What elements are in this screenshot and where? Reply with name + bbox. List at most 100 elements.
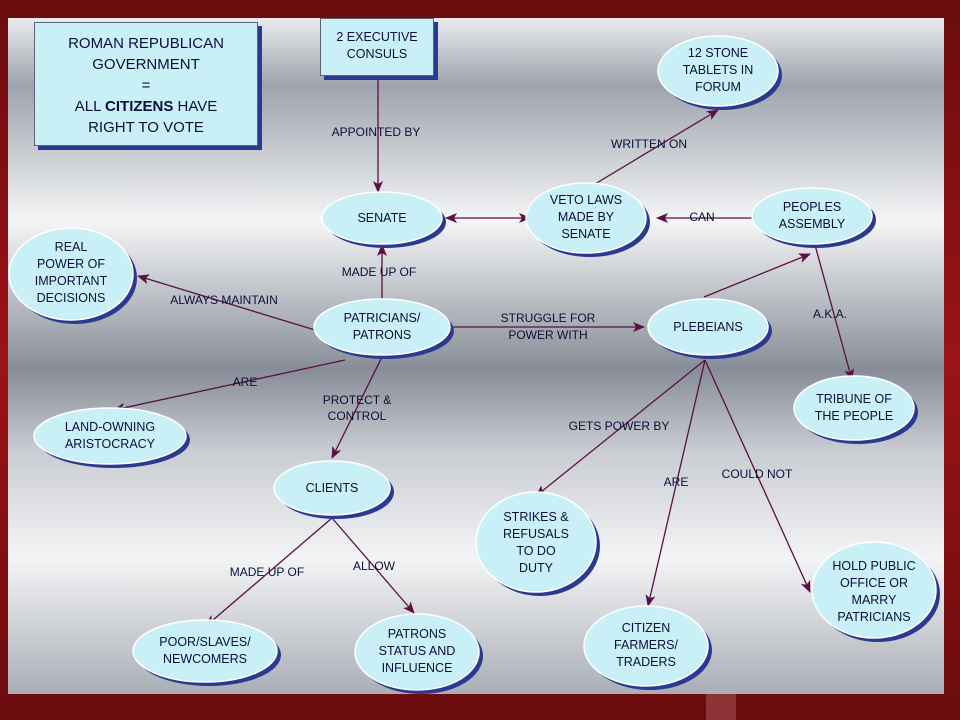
edge-patricians-landowning bbox=[113, 359, 346, 413]
node-peoples-assembly-fill bbox=[751, 187, 873, 245]
label-allow: ALLOW bbox=[353, 559, 396, 573]
node-veto-laws-fill bbox=[525, 182, 647, 254]
title-line-4-bold: CITIZENS bbox=[105, 98, 174, 115]
node-clients-fill bbox=[273, 460, 391, 516]
label-struggle-1: STRUGGLE FOR bbox=[501, 311, 596, 325]
node-real-power-fill bbox=[8, 227, 134, 321]
node-real-power: REAL POWER OF IMPORTANT DECISIONS bbox=[8, 227, 137, 324]
exec-line-1: 2 EXECUTIVE bbox=[336, 30, 418, 44]
node-stone-tablets: 12 STONE TABLETS IN FORUM bbox=[657, 35, 782, 110]
node-senate-l1: SENATE bbox=[357, 211, 406, 225]
node-real-power-l4: DECISIONS bbox=[37, 291, 106, 305]
label-made-up-of-2: MADE UP OF bbox=[230, 565, 304, 579]
title-line-4-pre: ALL bbox=[74, 98, 106, 115]
edge-plebeians-strikes bbox=[535, 359, 706, 497]
node-peoples-assembly-l1: PEOPLES bbox=[783, 200, 841, 214]
label-made-up-of-1: MADE UP OF bbox=[342, 265, 416, 279]
node-plebeians: PLEBEIANS bbox=[647, 298, 772, 359]
node-senate: SENATE bbox=[321, 191, 446, 248]
node-citizen-l2: FARMERS/ bbox=[614, 638, 678, 652]
node-patricians-l1: PATRICIANS/ bbox=[344, 311, 421, 325]
node-clients: CLIENTS bbox=[273, 460, 394, 519]
label-could-not: COULD NOT bbox=[722, 467, 793, 481]
node-tribune-l2: THE PEOPLE bbox=[815, 409, 894, 423]
node-clients-l1: CLIENTS bbox=[306, 481, 359, 495]
edge-plebeians-assembly bbox=[703, 253, 811, 298]
edge-clients-poor bbox=[205, 517, 333, 627]
label-always-maintain: ALWAYS MAINTAIN bbox=[170, 293, 278, 307]
label-struggle-2: POWER WITH bbox=[508, 328, 587, 342]
node-peoples-assembly: PEOPLES ASSEMBLY bbox=[751, 187, 876, 248]
title-line-4: ALL CITIZENS HAVE bbox=[35, 96, 257, 117]
node-hold-office-l2: OFFICE OR bbox=[840, 576, 908, 590]
node-hold-office-fill bbox=[811, 541, 937, 639]
node-stone-tablets-l2: TABLETS IN bbox=[683, 63, 754, 77]
node-strikes-l4: DUTY bbox=[519, 561, 554, 575]
label-protect-1: PROTECT & bbox=[323, 393, 391, 407]
node-hold-office: HOLD PUBLIC OFFICE OR MARRY PATRICIANS bbox=[811, 541, 940, 642]
label-gets-power-by: GETS POWER BY bbox=[569, 419, 670, 433]
node-stone-tablets-l3: FORUM bbox=[695, 80, 741, 94]
node-strikes-l1: STRIKES & bbox=[503, 510, 569, 524]
nodes: 12 STONE TABLETS IN FORUM SENATE VETO LA… bbox=[8, 35, 940, 694]
node-veto-laws-l1: VETO LAWS bbox=[550, 193, 622, 207]
node-hold-office-l3: MARRY bbox=[852, 593, 898, 607]
node-patricians-l2: PATRONS bbox=[353, 328, 412, 342]
title-line-5: RIGHT TO VOTE bbox=[88, 119, 204, 136]
node-land-owning-l2: ARISTOCRACY bbox=[65, 437, 156, 451]
node-peoples-assembly-l2: ASSEMBLY bbox=[779, 217, 846, 231]
node-stone-tablets-l1: 12 STONE bbox=[688, 46, 748, 60]
node-plebeians-fill bbox=[647, 298, 769, 356]
exec-line-2: CONSULS bbox=[346, 47, 408, 61]
node-real-power-l1: REAL bbox=[55, 240, 88, 254]
label-appointed-by: APPOINTED BY bbox=[332, 125, 421, 139]
node-veto-laws-l2: MADE BY bbox=[558, 210, 615, 224]
node-poor-l2: NEWCOMERS bbox=[163, 652, 247, 666]
executive-consuls-box: 2 EXECUTIVE CONSULS bbox=[320, 18, 434, 76]
node-land-owning-fill bbox=[33, 407, 187, 465]
node-veto-laws-l3: SENATE bbox=[561, 227, 610, 241]
node-patrons-status-l3: INFLUENCE bbox=[382, 661, 453, 675]
link-labels: APPOINTED BY WRITTEN ON CAN MADE UP OF A… bbox=[170, 125, 847, 579]
node-patrons-status-l1: PATRONS bbox=[388, 627, 447, 641]
node-patrons-status-l2: STATUS AND bbox=[379, 644, 456, 658]
frame-accent bbox=[706, 694, 736, 720]
node-senate-fill bbox=[321, 191, 443, 245]
edge-assembly-tribune bbox=[814, 244, 854, 381]
node-patrons-status: PATRONS STATUS AND INFLUENCE bbox=[354, 613, 483, 694]
node-strikes: STRIKES & REFUSALS TO DO DUTY bbox=[475, 491, 600, 596]
node-patricians: PATRICIANS/ PATRONS bbox=[313, 298, 454, 359]
node-hold-office-l4: PATRICIANS bbox=[837, 610, 910, 624]
title-box: ROMAN REPUBLICAN GOVERNMENT = ALL CITIZE… bbox=[34, 22, 258, 146]
node-tribune-l1: TRIBUNE OF bbox=[816, 392, 892, 406]
label-written-on: WRITTEN ON bbox=[611, 137, 687, 151]
node-citizen-fill bbox=[583, 605, 709, 687]
title-line-2: GOVERNMENT bbox=[92, 56, 200, 73]
node-poor-l1: POOR/SLAVES/ bbox=[159, 635, 251, 649]
node-veto-laws: VETO LAWS MADE BY SENATE bbox=[525, 182, 650, 257]
node-patrons-status-fill bbox=[354, 613, 480, 691]
node-plebeians-l1: PLEBEIANS bbox=[673, 320, 742, 334]
node-citizen: CITIZEN FARMERS/ TRADERS bbox=[583, 605, 712, 690]
edge-clients-patronsstatus bbox=[331, 517, 415, 614]
node-strikes-l2: REFUSALS bbox=[503, 527, 569, 541]
edge-plebeians-citizen bbox=[645, 359, 706, 607]
node-tribune: TRIBUNE OF THE PEOPLE bbox=[793, 375, 918, 444]
label-are-2: ARE bbox=[664, 475, 689, 489]
node-strikes-l3: TO DO bbox=[516, 544, 556, 558]
node-poor: POOR/SLAVES/ NEWCOMERS bbox=[132, 619, 281, 686]
node-real-power-l3: IMPORTANT bbox=[35, 274, 108, 288]
label-aka: A.K.A. bbox=[813, 307, 847, 321]
connectors bbox=[113, 80, 854, 627]
node-real-power-l2: POWER OF bbox=[37, 257, 105, 271]
edge-veto-tablets bbox=[584, 109, 719, 191]
node-stone-tablets-fill bbox=[657, 35, 779, 107]
node-tribune-fill bbox=[793, 375, 915, 441]
label-can: CAN bbox=[689, 210, 714, 224]
node-citizen-l3: TRADERS bbox=[616, 655, 676, 669]
edge-patricians-realpower bbox=[137, 274, 316, 331]
node-hold-office-l1: HOLD PUBLIC bbox=[832, 559, 915, 573]
title-line-4-post: HAVE bbox=[173, 98, 218, 115]
edge-patricians-clients bbox=[331, 356, 383, 459]
node-patricians-fill bbox=[313, 298, 451, 356]
